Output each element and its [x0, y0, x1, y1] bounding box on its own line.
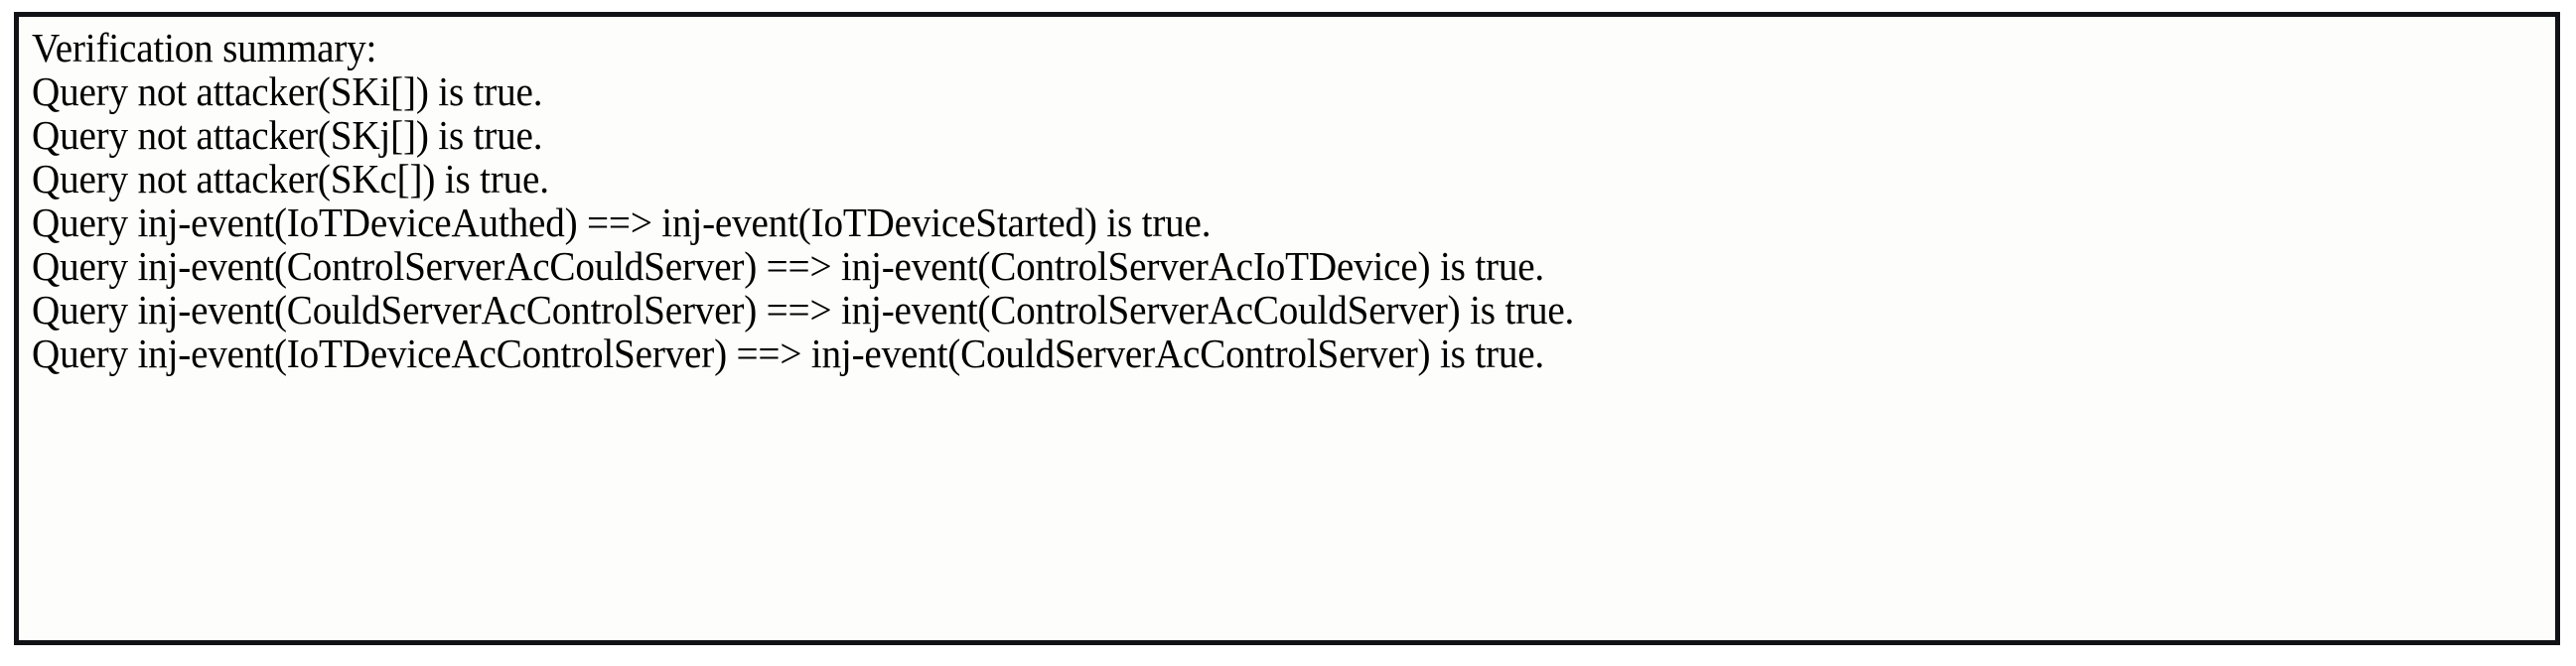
- summary-output-box: Verification summary: Query not attacker…: [14, 12, 2560, 645]
- summary-heading: Verification summary:: [32, 25, 377, 70]
- summary-query-line-controlserver-ac-couldserver: Query inj-event(ControlServerAcCouldServ…: [32, 243, 1545, 289]
- summary-query-line-iotdevice-ac-controlserver: Query inj-event(IoTDeviceAcControlServer…: [32, 331, 1545, 376]
- summary-query-line-couldserver-ac-controlserver: Query inj-event(CouldServerAcControlServ…: [32, 287, 1575, 333]
- summary-query-line-ski: Query not attacker(SKi[]) is true.: [32, 68, 543, 114]
- summary-query-line-skj: Query not attacker(SKj[]) is true.: [32, 112, 543, 158]
- summary-output-text: Verification summary: Query not attacker…: [32, 21, 2551, 375]
- summary-query-line-iotdevice-authed: Query inj-event(IoTDeviceAuthed) ==> inj…: [32, 200, 1212, 245]
- summary-query-line-skc: Query not attacker(SKc[]) is true.: [32, 156, 549, 201]
